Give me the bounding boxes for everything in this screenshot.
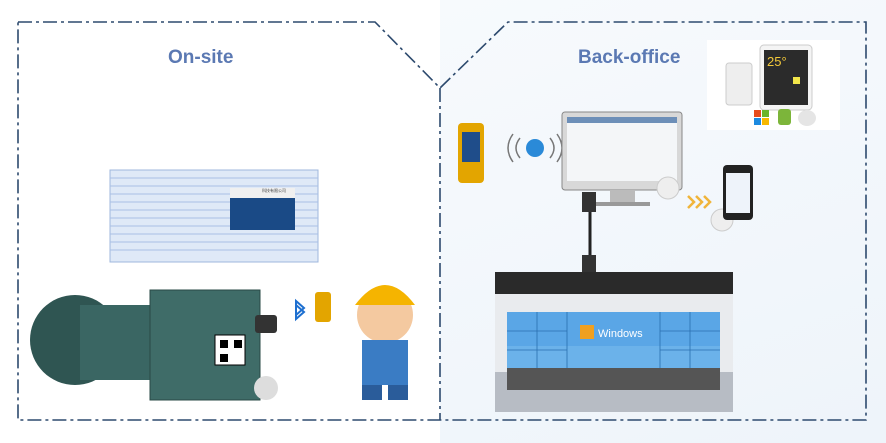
- arrow-chevrons-icon: [687, 195, 712, 209]
- desktop-monitor: [561, 111, 683, 206]
- sign-text: 科技有限公司: [262, 188, 286, 193]
- motor-gearbox: [30, 289, 278, 401]
- apple-icon: [798, 110, 816, 126]
- windows-icon: [754, 110, 769, 125]
- onsite-title: On-site: [168, 47, 234, 68]
- bluetooth-icon: [295, 298, 306, 322]
- wifi-signal-icon: [507, 133, 563, 163]
- user-icon: [656, 176, 680, 200]
- android-icon: [778, 109, 791, 125]
- video-wall-text: Windows: [598, 328, 643, 340]
- tablet-temperature: 25°: [767, 54, 787, 69]
- brick-wall: [109, 169, 319, 263]
- backoffice-title: Back-office: [578, 47, 681, 68]
- worker-illustration: [315, 285, 415, 400]
- video-wall-room: [495, 272, 733, 412]
